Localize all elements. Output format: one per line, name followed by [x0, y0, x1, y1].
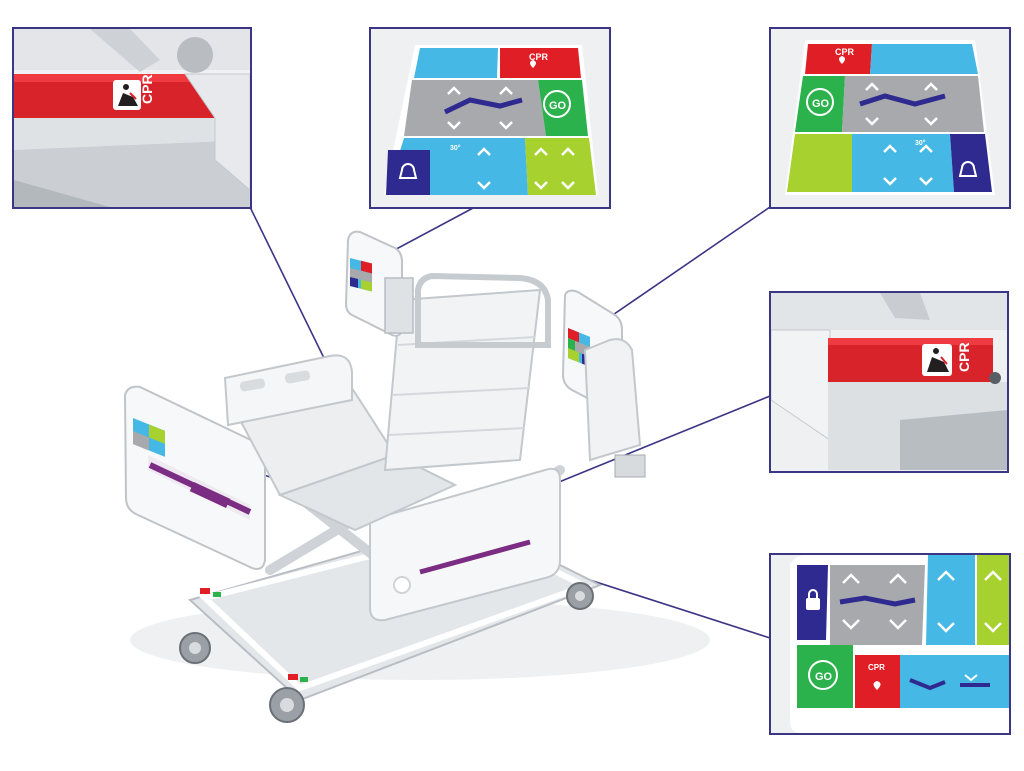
cpr-label: CPR [868, 663, 885, 672]
cpr-icon [113, 80, 141, 110]
lock-icon [806, 589, 820, 610]
chevron-down-icon [447, 121, 513, 130]
callout-keypad-footboard: GO CPR [769, 553, 1011, 735]
patient-position-icon [839, 595, 916, 607]
chevron-up-icon [447, 86, 513, 95]
callout-keypad-center: CPR GO 30° [369, 27, 611, 209]
heart-icon [530, 60, 536, 68]
patient-position-icon [859, 93, 946, 107]
angle-label: 30° [915, 139, 926, 147]
cpr-label: CPR [139, 74, 155, 104]
heart-icon [873, 681, 881, 690]
go-label: GO [549, 100, 567, 112]
go-icon [543, 90, 571, 118]
heart-icon [839, 56, 845, 64]
callout-cpr-handle-right: CPR [769, 291, 1009, 473]
cpr-label: CPR [529, 52, 549, 62]
cpr-label: CPR [956, 342, 972, 372]
callout-keypad-right: CPR GO 30° [769, 27, 1011, 209]
go-label: GO [815, 671, 833, 683]
go-label: GO [812, 98, 830, 110]
callout-cpr-handle-left: CPR [12, 27, 252, 209]
patient-position-icon [443, 97, 523, 115]
go-icon [806, 88, 834, 116]
bell-icon [958, 161, 978, 177]
go-icon [808, 660, 838, 690]
bell-icon [398, 163, 418, 179]
angle-label: 30° [450, 144, 461, 152]
hospital-bed [123, 230, 710, 723]
cpr-label: CPR [835, 47, 855, 57]
cpr-icon [922, 344, 952, 376]
